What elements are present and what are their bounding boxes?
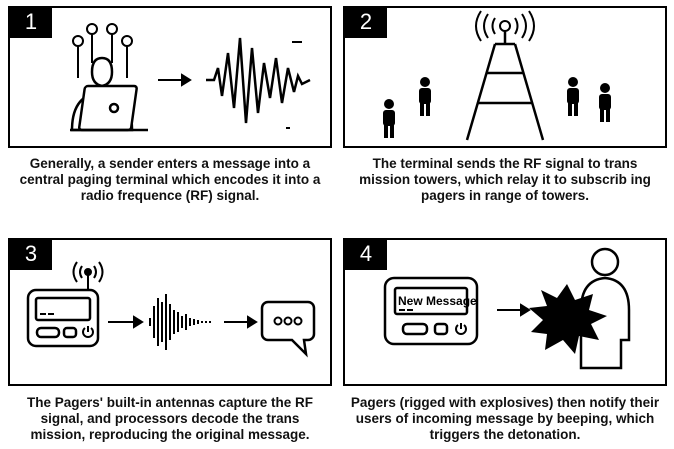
panel-4-caption: Pagers (rigged with explosives) then not… <box>350 395 660 442</box>
power-icon <box>455 323 467 335</box>
panel-2-caption: The terminal sends the RF signal to tran… <box>359 156 651 203</box>
person-icon <box>419 77 431 116</box>
panel-number-3: 3 <box>10 240 52 270</box>
pager-screen-text: New Message <box>398 294 477 308</box>
panel-number-2: 2 <box>345 8 387 38</box>
speech-bubble-icon <box>260 300 316 358</box>
panel-4: 4 New Message <box>343 238 667 386</box>
arrow-icon <box>108 315 144 329</box>
panel-3: 3 <box>8 238 332 386</box>
panel-number-1: 1 <box>10 8 52 38</box>
rf-wave-icon <box>149 294 211 350</box>
arrow-icon <box>224 315 258 329</box>
person-laptop-icon <box>70 56 148 132</box>
power-icon <box>82 326 94 338</box>
arrow-icon <box>497 303 531 317</box>
explosion-icon <box>529 284 607 354</box>
rf-wave-icon <box>206 37 311 124</box>
panel-3-illustration <box>26 261 316 358</box>
panel-4-illustration: New Message <box>383 247 631 370</box>
person-icon <box>567 77 579 116</box>
panel-2-illustration <box>383 10 611 141</box>
panel-1-illustration <box>70 23 311 132</box>
pager-icon <box>383 276 479 346</box>
panel-number-4: 4 <box>345 240 387 270</box>
panel-2: 2 <box>343 6 667 148</box>
signal-nodes-icon <box>72 23 133 78</box>
person-icon <box>599 83 611 122</box>
tower-icon <box>465 31 545 141</box>
panel-1: 1 <box>8 6 332 148</box>
person-icon <box>383 99 395 138</box>
panel-1-caption: Generally, a sender enters a message int… <box>19 156 321 203</box>
person-icon <box>579 247 631 370</box>
arrow-icon <box>158 73 192 87</box>
panel-3-caption: The Pagers' built-in antennas capture th… <box>26 395 313 442</box>
antenna-icon <box>72 261 104 290</box>
